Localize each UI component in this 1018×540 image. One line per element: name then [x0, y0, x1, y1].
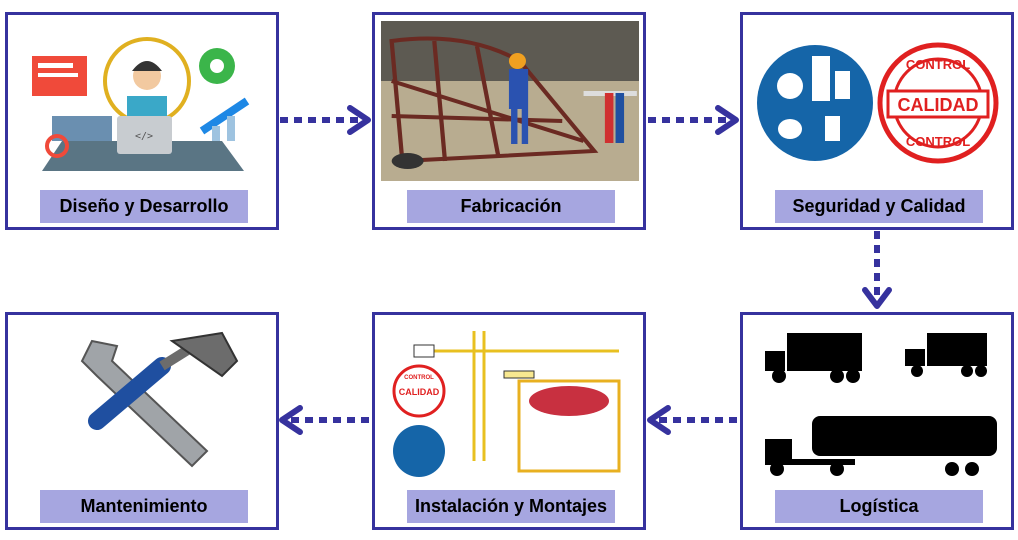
crane-plant-icon: CALIDAD CONTROL [392, 331, 621, 477]
step-label: Fabricación [407, 190, 615, 223]
designer-laptop-icon: </> [32, 37, 250, 171]
svg-text:CALIDAD: CALIDAD [399, 387, 440, 397]
trucks-icon [765, 333, 997, 476]
step-label: Instalación y Montajes [407, 490, 615, 523]
svg-text:</>: </> [135, 131, 153, 142]
step-installation: CALIDAD CONTROL Instalación y Montajes [372, 312, 646, 530]
step-label: Mantenimiento [40, 490, 248, 523]
step-logistics: Logística [740, 312, 1014, 530]
arrow-installation-to-maintenance [279, 405, 369, 435]
welder-frame-icon [381, 21, 639, 181]
quality-control-stamp: CALIDAD CONTROL CONTROL [877, 42, 999, 164]
svg-text:CONTROL: CONTROL [404, 375, 434, 381]
svg-text:CONTROL: CONTROL [906, 134, 970, 149]
step-maintenance: Mantenimiento [5, 312, 279, 530]
arrow-design-to-fabrication [280, 105, 371, 135]
arrow-fabrication-to-safety [648, 105, 739, 135]
svg-text:CONTROL: CONTROL [906, 57, 970, 72]
step-fabrication: Fabricación [372, 12, 646, 230]
arrow-logistics-to-installation [647, 405, 737, 435]
safety-quality-icon: CALIDAD CONTROL CONTROL [757, 42, 999, 164]
wrench-hammer-icon [80, 331, 239, 468]
svg-text:CALIDAD: CALIDAD [898, 95, 979, 115]
arrow-safety-to-logistics [862, 231, 892, 309]
step-safety-quality: CALIDAD CONTROL CONTROL Seguridad y Cali… [740, 12, 1014, 230]
step-label: Logística [775, 490, 983, 523]
step-design: </> Diseño y Desarrollo [5, 12, 279, 230]
step-label: Seguridad y Calidad [775, 190, 983, 223]
step-label: Diseño y Desarrollo [40, 190, 248, 223]
